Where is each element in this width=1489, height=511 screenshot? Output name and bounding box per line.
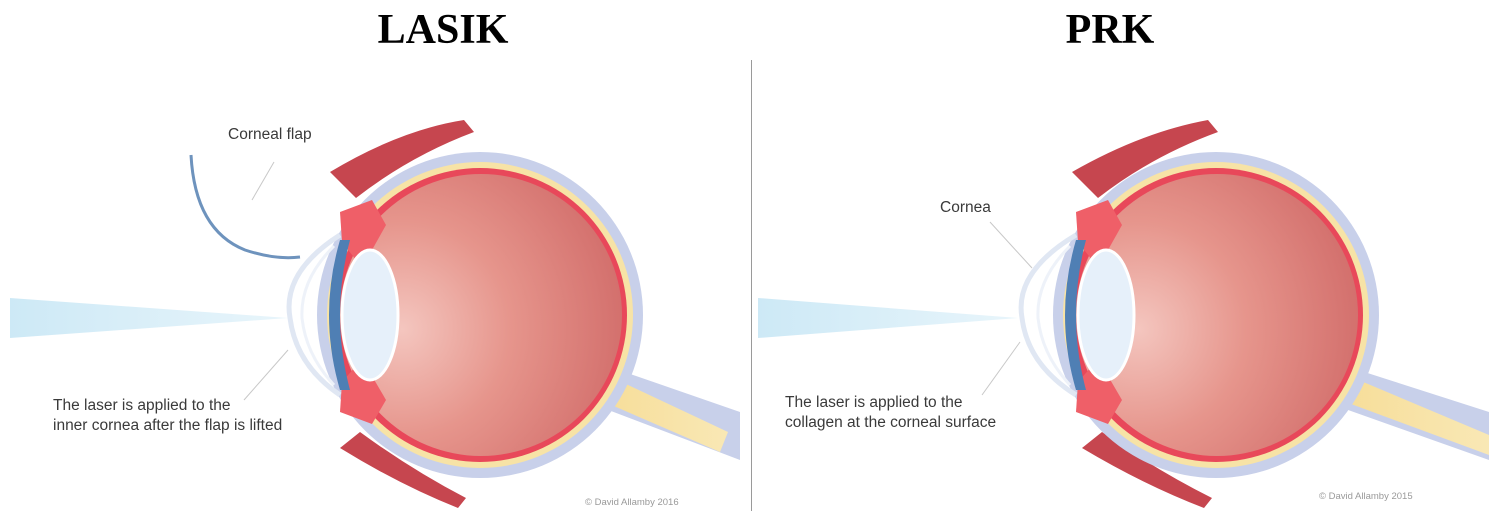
prk-laser-label-line2: collagen at the corneal surface	[785, 413, 996, 433]
lasik-laser-label-line1: The laser is applied to the	[53, 396, 231, 416]
lasik-panel: Corneal flap The laser is applied to the…	[0, 60, 750, 511]
cornea-leader-line	[990, 222, 1032, 268]
laser-leader-line	[244, 350, 288, 400]
lasik-title: LASIK	[293, 6, 593, 54]
flap-leader-line	[252, 162, 274, 200]
cornea-label: Cornea	[940, 198, 991, 218]
lasik-copyright: © David Allamby 2016	[585, 497, 679, 508]
prk-panel: Cornea The laser is applied to the colla…	[752, 60, 1489, 511]
lasik-laser-label-line2: inner cornea after the flap is lifted	[53, 416, 282, 436]
lens	[1078, 250, 1134, 380]
prk-laser-label-line1: The laser is applied to the	[785, 393, 963, 413]
laser-beam	[10, 298, 288, 338]
laser-beam	[758, 298, 1018, 338]
prk-eye-diagram	[752, 60, 1489, 511]
corneal-flap-label: Corneal flap	[228, 125, 312, 145]
corneal-flap	[191, 155, 300, 258]
lasik-eye-diagram	[0, 60, 750, 511]
prk-title: PRK	[960, 6, 1260, 54]
laser-leader-line	[982, 342, 1020, 395]
lens	[342, 250, 398, 380]
prk-copyright: © David Allamby 2015	[1319, 491, 1413, 502]
